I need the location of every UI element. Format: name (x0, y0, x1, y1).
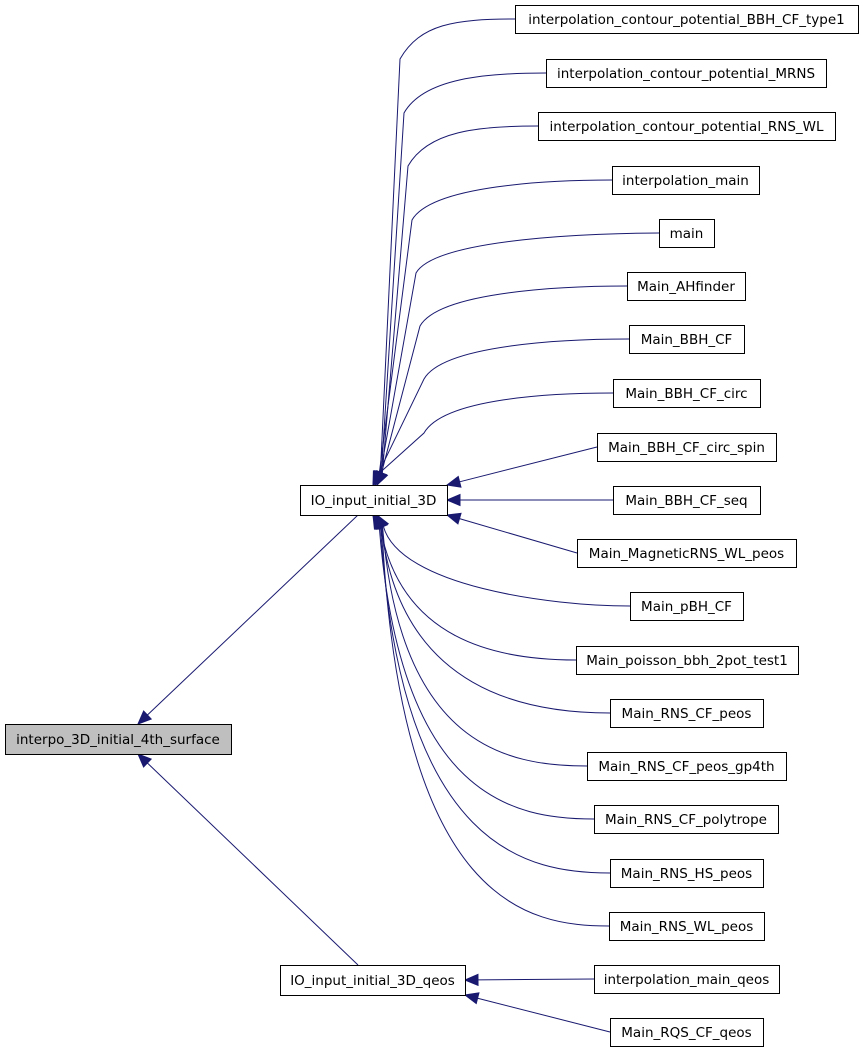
node-main-bbh-cf-circ-box (613, 379, 761, 408)
node-io-input-initial-3d-box (300, 485, 448, 516)
node-main-rqs-cf-qeos-label: Main_RQS_CF_qeos (621, 1025, 751, 1041)
node-main-box (659, 219, 715, 248)
node-main-bbh-cf-circ-spin-box (597, 433, 777, 462)
node-io-input-initial-3d-qeos-label: IO_input_initial_3D_qeos (290, 973, 455, 989)
edge-interpolation-main-qeos-arrowhead (463, 973, 479, 987)
node-main-rns-cf-peos[interactable]: Main_RNS_CF_peos (610, 699, 764, 728)
edge-main-ahfinder (381, 285, 628, 473)
node-main-rqs-cf-qeos-box (610, 1018, 764, 1047)
edge-main-rqs-cf-qeos-arrowhead (463, 992, 480, 1005)
node-interpolation-main-qeos-label: interpolation_main_qeos (604, 972, 770, 988)
node-main-ahfinder-box (627, 272, 746, 301)
node-main-bbh-cf[interactable]: Main_BBH_CF (629, 325, 745, 354)
node-interpolation-contour-potential-mrns-label: interpolation_contour_potential_MRNS (557, 66, 815, 82)
node-interpolation-main-label: interpolation_main (622, 173, 749, 189)
edges-layer (137, 18, 660, 1033)
node-main-magneticrns-wl-peos-box (577, 539, 797, 568)
node-main-pbh-cf-label: Main_pBH_CF (641, 599, 732, 615)
node-main-rns-cf-polytrope-box (594, 805, 779, 834)
node-interpolation-main-qeos-box (594, 965, 780, 994)
edge-main-bbh-cf (377, 338, 630, 474)
edge-main-bbh-cf-seq-arrowhead (445, 493, 461, 507)
node-io-input-initial-3d-qeos[interactable]: IO_input_initial_3D_qeos (280, 965, 466, 996)
node-interpolation-contour-potential-bbh-cf-type1-label: interpolation_contour_potential_BBH_CF_t… (528, 12, 844, 28)
edge-main-bbh-cf-circ-spin-arrowhead (445, 475, 462, 488)
node-main-rns-hs-peos-label: Main_RNS_HS_peos (621, 866, 752, 882)
edge-main-poisson-bbh-2pot-test1 (379, 525, 577, 661)
node-io-input-initial-3d[interactable]: IO_input_initial_3D (300, 485, 448, 516)
edge-main-magneticrns-wl-peos (459, 518, 578, 554)
node-main-rns-hs-peos[interactable]: Main_RNS_HS_peos (610, 859, 764, 888)
node-main-rns-cf-peos-label: Main_RNS_CF_peos (622, 706, 752, 722)
node-main-rns-cf-peos-gp4th-label: Main_RNS_CF_peos_gp4th (598, 759, 774, 775)
edge-main-bbh-cf-circ (379, 392, 614, 474)
node-interpolation-contour-potential-mrns[interactable]: interpolation_contour_potential_MRNS (546, 59, 827, 88)
node-main-pbh-cf-box (630, 592, 744, 621)
node-main-bbh-cf-seq[interactable]: Main_BBH_CF_seq (613, 486, 761, 515)
node-main-bbh-cf-seq-box (613, 486, 761, 515)
node-main-rns-cf-polytrope-label: Main_RNS_CF_polytrope (605, 812, 767, 828)
node-main-bbh-cf-circ-spin-label: Main_BBH_CF_circ_spin (608, 440, 765, 456)
edge-main-rns-cf-peos (380, 526, 611, 714)
node-main-label: main (670, 226, 704, 242)
edge-main-bbh-cf-circ-spin (459, 446, 598, 483)
node-main-rns-wl-peos-label: Main_RNS_WL_peos (620, 919, 754, 935)
node-interpolation-contour-potential-bbh-cf-type1[interactable]: interpolation_contour_potential_BBH_CF_t… (515, 5, 859, 34)
node-main-magneticrns-wl-peos-label: Main_MagneticRNS_WL_peos (589, 546, 784, 562)
node-main-bbh-cf-seq-label: Main_BBH_CF_seq (625, 493, 747, 509)
edge-main-rqs-cf-qeos (477, 997, 611, 1033)
node-main-rns-cf-polytrope[interactable]: Main_RNS_CF_polytrope (594, 805, 779, 834)
node-interpolation-contour-potential-mrns-box (546, 59, 827, 88)
nodes-layer: interpo_3D_initial_4th_surfaceIO_input_i… (5, 5, 859, 1047)
edge-main-rns-hs-peos (380, 526, 611, 874)
edge-interpolation-contour-potential-mrns (380, 72, 547, 474)
edge-interpolation-main-qeos (477, 978, 595, 981)
node-main-rns-wl-peos-box (609, 912, 765, 941)
node-main-magneticrns-wl-peos[interactable]: Main_MagneticRNS_WL_peos (577, 539, 797, 568)
edge-main-rns-cf-peos-gp4th (382, 526, 588, 767)
node-interpolation-main-qeos[interactable]: interpolation_main_qeos (594, 965, 780, 994)
node-interpolation-contour-potential-rns-wl[interactable]: interpolation_contour_potential_RNS_WL (538, 112, 836, 141)
edge-interpolation-contour-potential-rns-wl (381, 125, 539, 474)
node-main-bbh-cf-circ-label: Main_BBH_CF_circ (625, 386, 747, 402)
node-main-bbh-cf-label: Main_BBH_CF (641, 332, 733, 348)
node-main-bbh-cf-circ[interactable]: Main_BBH_CF_circ (613, 379, 761, 408)
node-interpolation-contour-potential-rns-wl-label: interpolation_contour_potential_RNS_WL (549, 119, 824, 135)
node-interpolation-main[interactable]: interpolation_main (612, 166, 760, 195)
node-io-input-initial-3d-qeos-box (280, 965, 466, 996)
node-main-rqs-cf-qeos[interactable]: Main_RQS_CF_qeos (610, 1018, 764, 1047)
node-main-rns-hs-peos-box (610, 859, 764, 888)
node-interpolation-contour-potential-bbh-cf-type1-box (515, 5, 859, 34)
node-main-bbh-cf-box (629, 325, 745, 354)
edge-interpolation-contour-potential-bbh-cf-type1 (379, 18, 516, 475)
edge-main-magneticrns-wl-peos-arrowhead (445, 512, 462, 525)
node-main-poisson-bbh-2pot-test1-label: Main_poisson_bbh_2pot_test1 (586, 653, 788, 669)
edge-io-input-initial-3d-qeos (147, 762, 359, 966)
node-main[interactable]: main (659, 219, 715, 248)
edge-main (379, 232, 660, 474)
node-io-input-initial-3d-label: IO_input_initial_3D (311, 493, 437, 509)
edge-main-pbh-cf (382, 526, 631, 607)
node-main-ahfinder[interactable]: Main_AHfinder (627, 272, 746, 301)
node-main-rns-cf-peos-gp4th[interactable]: Main_RNS_CF_peos_gp4th (587, 752, 787, 781)
edge-main-rns-cf-polytrope (378, 526, 595, 820)
node-main-rns-cf-peos-box (610, 699, 764, 728)
node-main-ahfinder-label: Main_AHfinder (637, 279, 735, 295)
edge-main-rns-wl-peos (381, 527, 610, 927)
node-main-bbh-cf-circ-spin[interactable]: Main_BBH_CF_circ_spin (597, 433, 777, 462)
node-interpo-3d-initial-4th-surface-label: interpo_3D_initial_4th_surface (16, 732, 220, 748)
node-main-poisson-bbh-2pot-test1[interactable]: Main_poisson_bbh_2pot_test1 (576, 646, 799, 675)
node-main-pbh-cf[interactable]: Main_pBH_CF (630, 592, 744, 621)
edge-interpolation-main (378, 179, 613, 474)
edge-io-input-initial-3d (147, 514, 359, 716)
node-main-rns-cf-peos-gp4th-box (587, 752, 787, 781)
node-interpolation-contour-potential-rns-wl-box (538, 112, 836, 141)
node-main-poisson-bbh-2pot-test1-box (576, 646, 799, 675)
node-interpo-3d-initial-4th-surface[interactable]: interpo_3D_initial_4th_surface (5, 724, 232, 755)
node-main-rns-wl-peos[interactable]: Main_RNS_WL_peos (609, 912, 765, 941)
node-interpo-3d-initial-4th-surface-box (5, 724, 232, 755)
node-interpolation-main-box (612, 166, 760, 195)
